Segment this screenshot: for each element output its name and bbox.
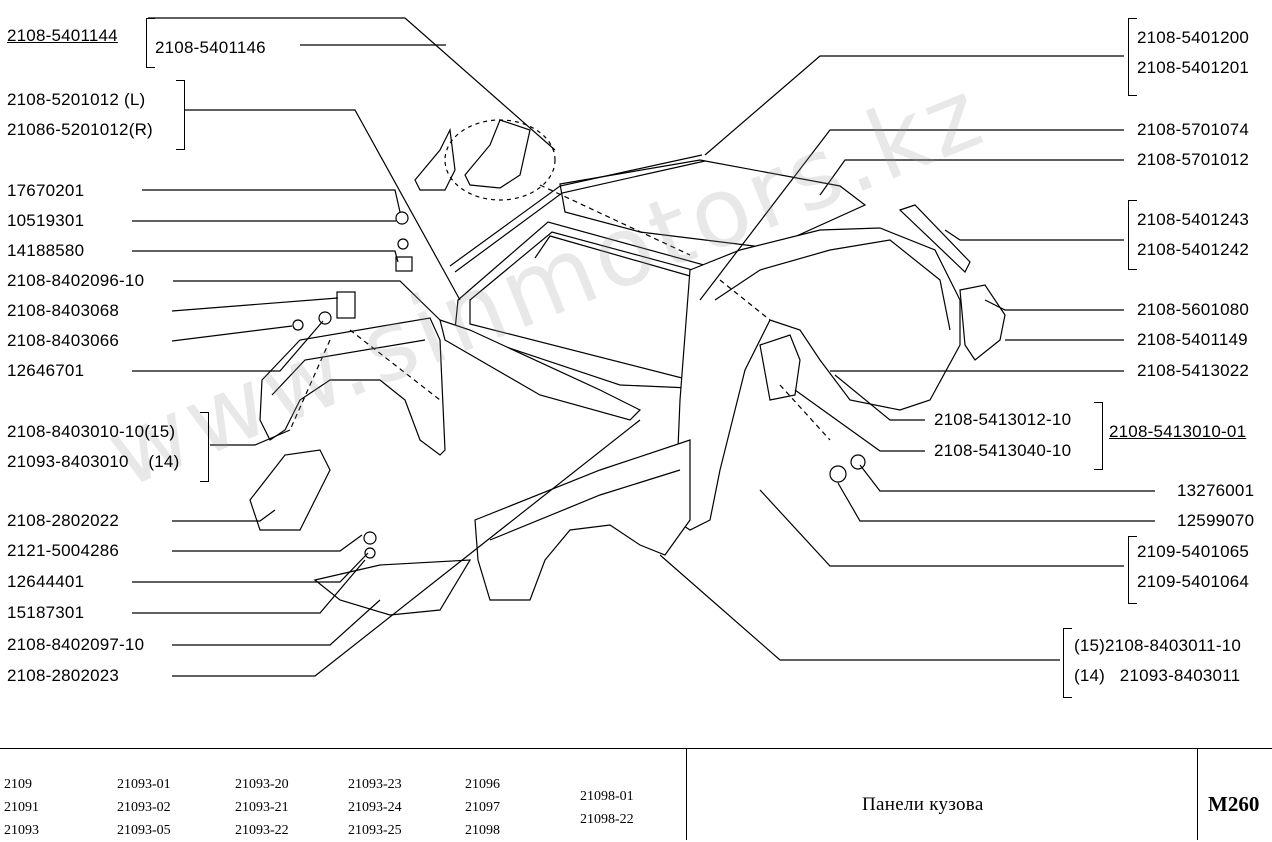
model-code: 21097	[465, 800, 500, 815]
bracket-group-7	[1128, 536, 1137, 604]
bolt-2108-8403066	[292, 319, 304, 331]
model-code: 21093-02	[117, 800, 171, 815]
footer-divider	[1197, 749, 1198, 840]
bracket-group-1	[146, 18, 155, 68]
part-label-14188580: 14188580	[7, 241, 85, 260]
part-label-2108-5413040-10: 2108-5413040-10	[934, 441, 1072, 460]
bolt-17670201	[395, 211, 409, 225]
mud-shield	[249, 449, 331, 531]
latch-plate	[759, 334, 801, 401]
model-code: 21098-22	[580, 812, 634, 827]
part-label-13276001: 13276001	[1177, 481, 1255, 500]
model-code: 21098	[465, 823, 500, 838]
roof-panel	[559, 159, 867, 249]
bracket-group-4	[1128, 18, 1137, 96]
part-label-2108-8403068: 2108-8403068	[7, 301, 120, 320]
part-label-2108-5401243: 2108-5401243	[1137, 210, 1250, 229]
part-label-17670201: 17670201	[7, 181, 85, 200]
part-label-2108-5401200: 2108-5401200	[1137, 28, 1250, 47]
part-label-12599070: 12599070	[1177, 511, 1255, 530]
model-code: 21093-21	[235, 800, 289, 815]
part-label-21093-8403011: (14) 21093-8403011	[1074, 666, 1241, 685]
washer-12599070	[829, 465, 847, 483]
part-label-2108-5601080: 2108-5601080	[1137, 300, 1250, 319]
part-label-2108-5201012: 2108-5201012 (L)	[7, 90, 146, 109]
footer-divider	[686, 749, 687, 840]
nut-2108-8403068	[336, 291, 356, 319]
model-code: 21093	[4, 823, 39, 838]
bolt-13276001	[850, 454, 866, 470]
body-panels-drawing	[132, 17, 1155, 677]
part-label-12646701: 12646701	[7, 361, 85, 380]
part-label-2108-8403066: 2108-8403066	[7, 331, 120, 350]
bracket-group-8	[1063, 628, 1072, 698]
part-label-2108-8403011-10: (15)2108-8403011-10	[1074, 636, 1242, 655]
part-label-2108-8403010-10: 2108-8403010-10(15)	[7, 422, 176, 441]
part-label-2108-5401146: 2108-5401146	[155, 38, 266, 57]
model-code: 21091	[4, 800, 39, 815]
part-label-2108-5701074: 2108-5701074	[1137, 120, 1250, 139]
cowl-panel	[439, 319, 642, 421]
trim-strip	[898, 204, 971, 273]
part-label-2108-5413010-01: 2108-5413010-01	[1109, 422, 1247, 441]
part-label-21086-5201012: 21086-5201012(R)	[7, 120, 153, 139]
part-label-10519301: 10519301	[7, 211, 85, 230]
part-label-2108-5401149: 2108-5401149	[1137, 330, 1248, 349]
page-title: Панели кузова	[862, 794, 984, 815]
roof-bracket-left	[414, 127, 456, 191]
model-column-2: 21093-01 21093-02 21093-05	[117, 773, 171, 842]
model-column-5: 21096 21097 21098	[465, 773, 500, 842]
model-code: 21098-01	[580, 789, 634, 804]
page-code: M260	[1208, 792, 1260, 816]
part-label-2108-2802023: 2108-2802023	[7, 666, 120, 685]
rear-panel	[959, 284, 1006, 361]
washer-12646701	[318, 311, 332, 325]
part-label-21093-8403010: 21093-8403010 (14)	[7, 452, 180, 471]
rear-quarter-panel	[474, 439, 691, 601]
part-label-2121-5004286: 2121-5004286	[7, 541, 120, 560]
model-code: 21093-22	[235, 823, 289, 838]
part-label-2109-5401064: 2109-5401064	[1137, 572, 1250, 591]
roof-bracket-right	[464, 119, 531, 189]
part-label-2108-5401144: 2108-5401144	[7, 26, 118, 45]
washer-15187301	[364, 547, 376, 559]
nut-12644401	[363, 531, 377, 545]
part-label-2108-2802022: 2108-2802022	[7, 511, 120, 530]
part-label-2108-8402097-10: 2108-8402097-10	[7, 635, 145, 654]
model-column-1: 2109 21091 21093	[4, 773, 39, 842]
washer-10519301	[397, 238, 409, 250]
roof-rail	[449, 154, 703, 267]
bracket-group-6	[1094, 402, 1103, 470]
model-code: 21093-25	[348, 823, 402, 838]
part-label-2108-5413012-10: 2108-5413012-10	[934, 410, 1072, 429]
bracket-group-2	[176, 80, 185, 150]
model-code: 2109	[4, 777, 32, 792]
model-code: 21093-24	[348, 800, 402, 815]
model-code: 21093-05	[117, 823, 171, 838]
model-code: 21093-23	[348, 777, 402, 792]
model-column-6: 21098-01 21098-22	[580, 785, 634, 831]
lower-splash	[313, 559, 472, 616]
part-label-2109-5401065: 2109-5401065	[1137, 542, 1250, 561]
part-label-2108-5401201: 2108-5401201	[1137, 58, 1250, 77]
side-frame	[674, 227, 961, 531]
part-label-12644401: 12644401	[7, 572, 85, 591]
model-code: 21093-20	[235, 777, 289, 792]
part-label-2108-5701012: 2108-5701012	[1137, 150, 1250, 169]
front-fender	[259, 317, 446, 456]
part-label-2108-8402096-10: 2108-8402096-10	[7, 271, 145, 290]
bracket-group-5	[1128, 200, 1137, 270]
model-column-3: 21093-20 21093-21 21093-22	[235, 773, 289, 842]
clip-14188580	[395, 256, 413, 272]
model-code: 21093-01	[117, 777, 171, 792]
part-label-2108-5401242: 2108-5401242	[1137, 240, 1250, 259]
model-code: 21096	[465, 777, 500, 792]
part-label-15187301: 15187301	[7, 603, 85, 622]
footer-table: 2109 21091 21093 21093-01 21093-02 21093…	[0, 748, 1272, 840]
bracket-callout	[444, 119, 556, 201]
model-column-4: 21093-23 21093-24 21093-25	[348, 773, 402, 842]
part-label-2108-5413022: 2108-5413022	[1137, 361, 1250, 380]
bracket-group-3	[200, 412, 209, 482]
